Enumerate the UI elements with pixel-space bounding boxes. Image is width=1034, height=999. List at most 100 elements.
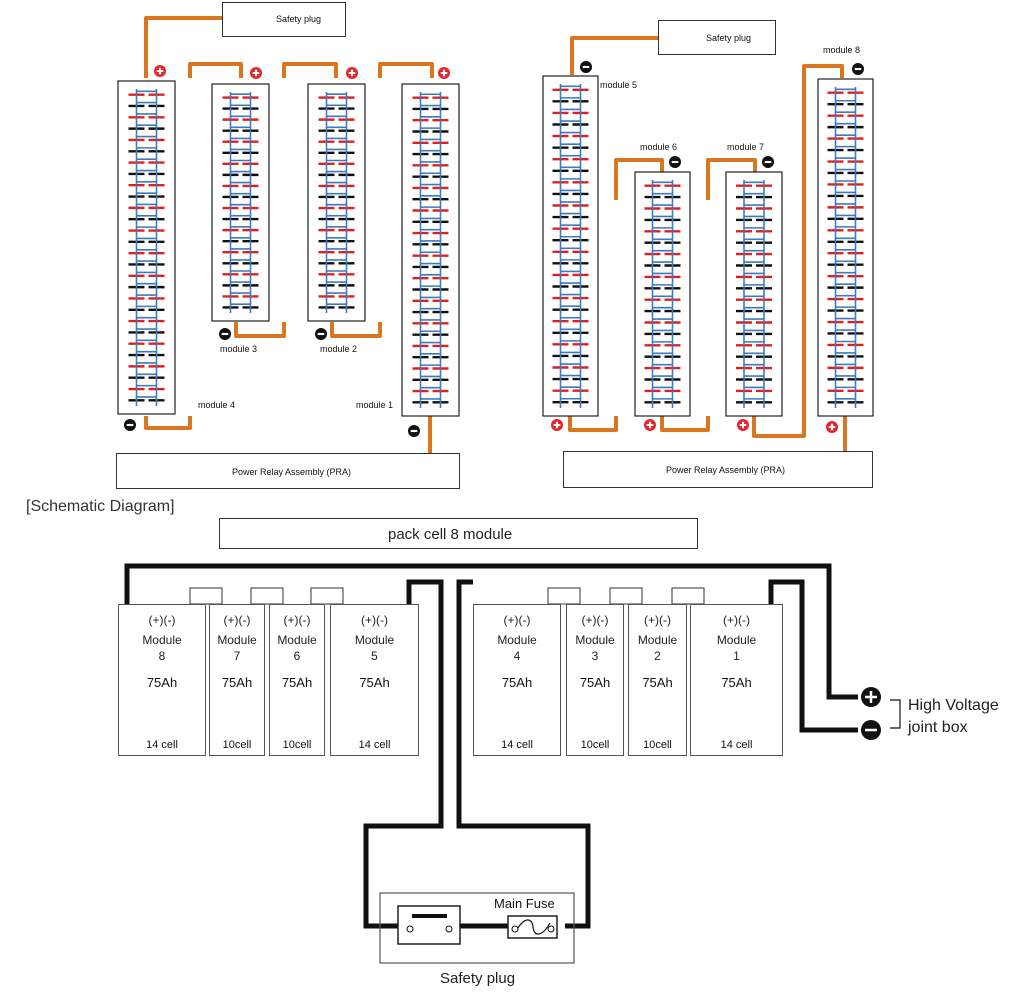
cell-link [229,191,252,203]
cell-link [419,125,442,138]
module-name: Module [716,633,757,647]
pack-title: pack cell 8 module [388,526,513,543]
cell-link [135,281,158,293]
cell-link [325,169,348,181]
cell-link [419,148,442,160]
safety-plug-bottom-label: Safety plug [440,970,516,987]
section-title: [Schematic Diagram] [26,498,175,515]
module-name: Module [277,633,317,647]
cell-link [325,158,348,170]
cell-link [229,235,252,247]
cell-link [229,213,252,225]
cell-link [325,103,348,115]
cell-link [135,100,158,112]
cell-link [834,316,857,328]
cell-link [419,329,442,341]
cell-link [743,362,765,374]
cell-link [559,257,582,270]
cell-link [559,292,582,304]
cell-link [834,201,857,214]
cell-link [834,98,857,110]
module-number: 3 [591,649,599,663]
switch-box [397,905,461,945]
module-polarity: (+)(-) [223,613,251,627]
cell-link [135,202,158,214]
cell-link [229,279,252,291]
cell-link [229,202,252,214]
cell-link [325,136,348,148]
module-label: module 3 [220,344,258,354]
cell-link [559,350,582,362]
cell-link [419,396,442,408]
cell-link [651,373,674,386]
cell-link [559,199,582,212]
cell-link [325,202,348,214]
cell-link [325,301,348,313]
cell-link [743,328,765,340]
cell-link [325,147,348,159]
cell-link [135,236,158,248]
cell-link [419,171,442,183]
module-number: 4 [513,649,521,663]
cell-link [229,268,252,280]
module-name: Module [354,633,395,647]
cell-link [419,295,442,307]
module-capacity: 75Ah [281,675,313,690]
cell-link [419,114,442,126]
cell-link [559,165,582,177]
module-stack [401,83,460,417]
cell-link [419,272,442,284]
cell-link [834,155,857,168]
cell-link [834,350,857,363]
cell-link [135,111,158,123]
cell-link [135,383,158,395]
cell-link [419,385,442,397]
module-label: module 5 [600,80,638,90]
module-cell-count: 14 cell [358,739,391,751]
pra-top-left [116,453,460,489]
module-capacity: 75Ah [221,675,253,690]
cell-link [834,270,857,282]
module-cell-count: 10cell [580,739,610,751]
safety-plug-box [379,892,575,964]
module-label: module 6 [640,142,678,152]
cell-link [834,190,857,202]
module-number: 5 [371,649,378,663]
module-stack [542,75,599,417]
module-polarity: (+)(-) [148,613,176,627]
cell-link [229,169,252,181]
module-polarity: (+)(-) [361,613,388,627]
terminal [445,925,453,933]
module-number: 8 [158,649,166,663]
cell-link [651,294,674,306]
cell-link [743,180,765,192]
cell-link [559,315,582,327]
cell-link [651,316,674,329]
module-cell-count: 14 cell [501,739,533,751]
cell-link [325,235,348,247]
cell-link [743,248,765,260]
cell-link [135,89,158,101]
cell-link [419,283,442,296]
cell-link [135,258,158,271]
cell-link [559,222,582,235]
cell-link [135,304,158,316]
cell-link [325,268,348,280]
cell-link [743,351,765,363]
cell-link [834,339,857,351]
cell-link [135,168,158,180]
module-polarity: (+)(-) [581,613,609,627]
module-stack [817,78,874,417]
module-capacity: 75Ah [642,675,673,690]
cell-link [559,176,582,189]
module-number: 6 [293,649,301,663]
cell-link [743,282,765,294]
terminal [406,925,414,933]
cell-link [135,145,158,157]
module-stack [307,83,366,322]
